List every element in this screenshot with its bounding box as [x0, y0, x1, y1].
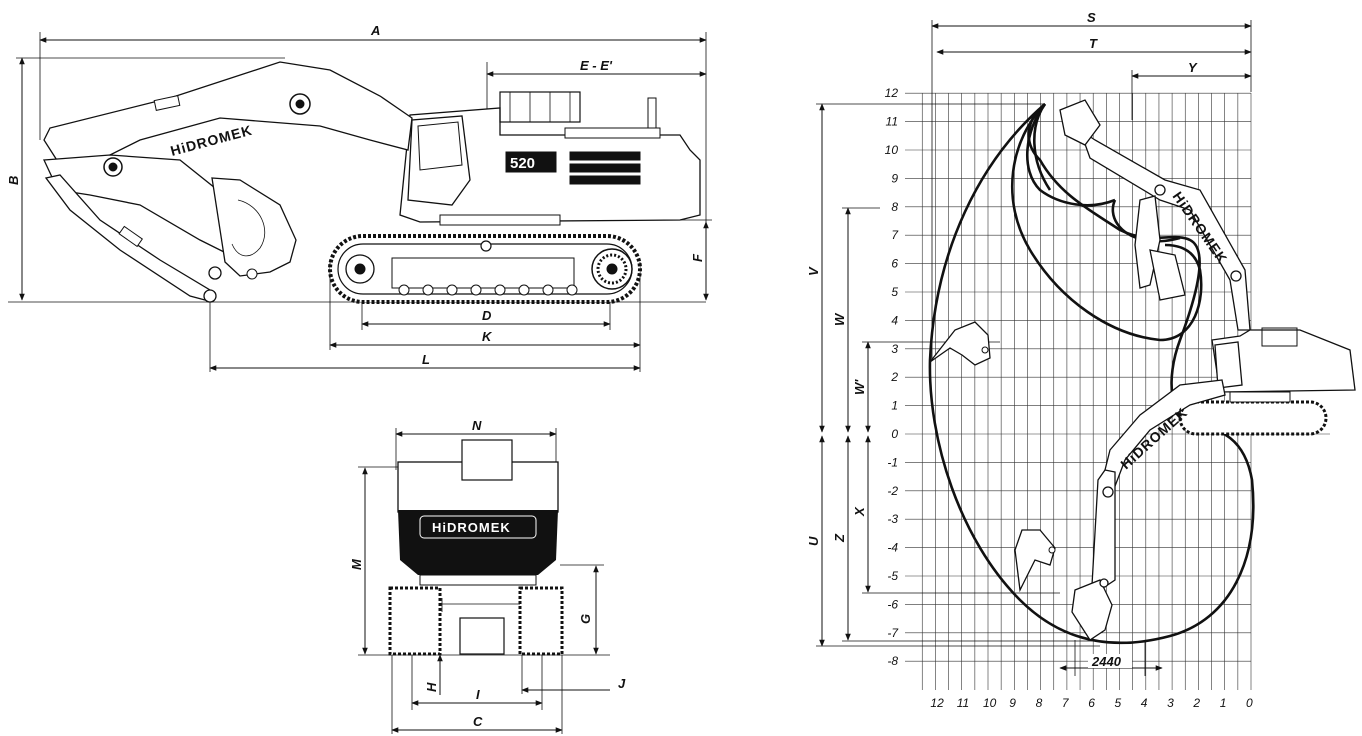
dimension-w: W: [832, 207, 880, 433]
y-tick-label: 10: [885, 143, 899, 157]
dimension-l: L: [209, 300, 641, 372]
dimension-u: U: [806, 435, 1100, 647]
y-tick-label: -4: [887, 541, 898, 555]
label-b: B: [6, 176, 21, 185]
x-tick-label: 0: [1246, 696, 1253, 710]
y-tick-label: 0: [891, 427, 898, 441]
excavator-body-pose: [1178, 327, 1356, 436]
y-tick-label: 2: [890, 370, 898, 384]
x-tick-label: 2: [1192, 696, 1200, 710]
y-tick-label: 3: [891, 342, 898, 356]
label-d: D: [482, 308, 492, 323]
label-c: C: [473, 714, 483, 729]
x-tick-label: 10: [983, 696, 997, 710]
side-view: A B E - E' F D: [6, 23, 712, 372]
y-tick-label: -5: [887, 569, 898, 583]
dimension-g: G: [560, 564, 604, 655]
y-tick-label: -7: [887, 626, 899, 640]
dimension-y: Y: [1131, 60, 1252, 120]
y-tick-label: 12: [885, 86, 899, 100]
dimension-f: F: [640, 219, 712, 301]
label-h: H: [424, 682, 439, 692]
dimension-h: H: [424, 598, 443, 695]
x-tick-label: 6: [1088, 696, 1095, 710]
rear-brand: HiDROMEK: [432, 520, 511, 535]
label-a: A: [370, 23, 380, 38]
dimension-x: X: [852, 435, 1060, 594]
dimension-s: S: [931, 10, 1252, 360]
dimension-v: V: [806, 103, 1045, 433]
dimension-t: T: [936, 36, 1252, 55]
x-tick-label: 5: [1115, 696, 1122, 710]
label-v: V: [806, 266, 821, 276]
y-tick-label: -1: [887, 455, 898, 469]
label-g: G: [578, 614, 593, 624]
y-tick-label: 6: [891, 257, 898, 271]
y-tick-label: 7: [891, 228, 899, 242]
x-tick-label: 4: [1141, 696, 1148, 710]
label-w-prime: W': [852, 379, 867, 395]
y-tick-label: 1: [891, 399, 898, 413]
digging-envelope: [928, 102, 1255, 645]
x-tick-label: 3: [1167, 696, 1174, 710]
label-z: Z: [832, 533, 847, 543]
x-tick-label: 9: [1009, 696, 1016, 710]
x-tick-label: 11: [957, 696, 969, 710]
y-tick-label: 4: [891, 313, 898, 327]
x-tick-label: 7: [1062, 696, 1070, 710]
label-k: K: [482, 329, 493, 344]
dimension-z: Z: [832, 435, 1100, 642]
x-tick-label: 1: [1220, 696, 1227, 710]
rear-view: N M G H I J: [349, 418, 626, 734]
label-e-e-prime: E - E': [580, 58, 613, 73]
dimension-i: I: [411, 655, 543, 710]
label-t: T: [1089, 36, 1098, 51]
x-tick-label: 8: [1036, 696, 1043, 710]
y-tick-label: -6: [887, 597, 898, 611]
label-x: X: [852, 506, 867, 517]
label-i: I: [476, 687, 480, 702]
label-u: U: [806, 536, 821, 546]
label-l: L: [422, 352, 430, 367]
y-tick-label: 11: [886, 115, 898, 129]
label-n: N: [472, 418, 482, 433]
label-bucket-width: 2440: [1091, 654, 1122, 669]
rear-body: HiDROMEK: [388, 439, 564, 656]
crawler-track: [328, 234, 642, 304]
boom-arm: HiDROMEK: [43, 61, 413, 303]
x-tick-label: 12: [930, 696, 944, 710]
bucket-lower-left: [1014, 529, 1056, 593]
dimension-c: C: [391, 655, 563, 734]
upper-structure: 520: [399, 91, 701, 226]
excavator-max-reach-pose: HiDROMEK: [1059, 99, 1251, 331]
label-w: W: [832, 312, 847, 326]
y-tick-label: -8: [887, 654, 898, 668]
label-f: F: [690, 253, 705, 262]
model-number: 520: [510, 155, 535, 172]
bucket-upper-left: [929, 321, 991, 366]
dimension-bucket-width: 2440: [1059, 640, 1163, 676]
y-tick-label: 9: [891, 171, 898, 185]
y-tick-label: -3: [887, 512, 898, 526]
y-tick-label: 8: [891, 200, 898, 214]
y-tick-label: 5: [891, 285, 898, 299]
label-s: S: [1087, 10, 1096, 25]
label-j: J: [618, 676, 626, 691]
y-tick-label: -2: [887, 484, 898, 498]
label-m: M: [349, 558, 364, 570]
dimension-a: A: [39, 23, 707, 230]
label-y: Y: [1188, 60, 1198, 75]
dimension-j: J: [521, 655, 626, 694]
